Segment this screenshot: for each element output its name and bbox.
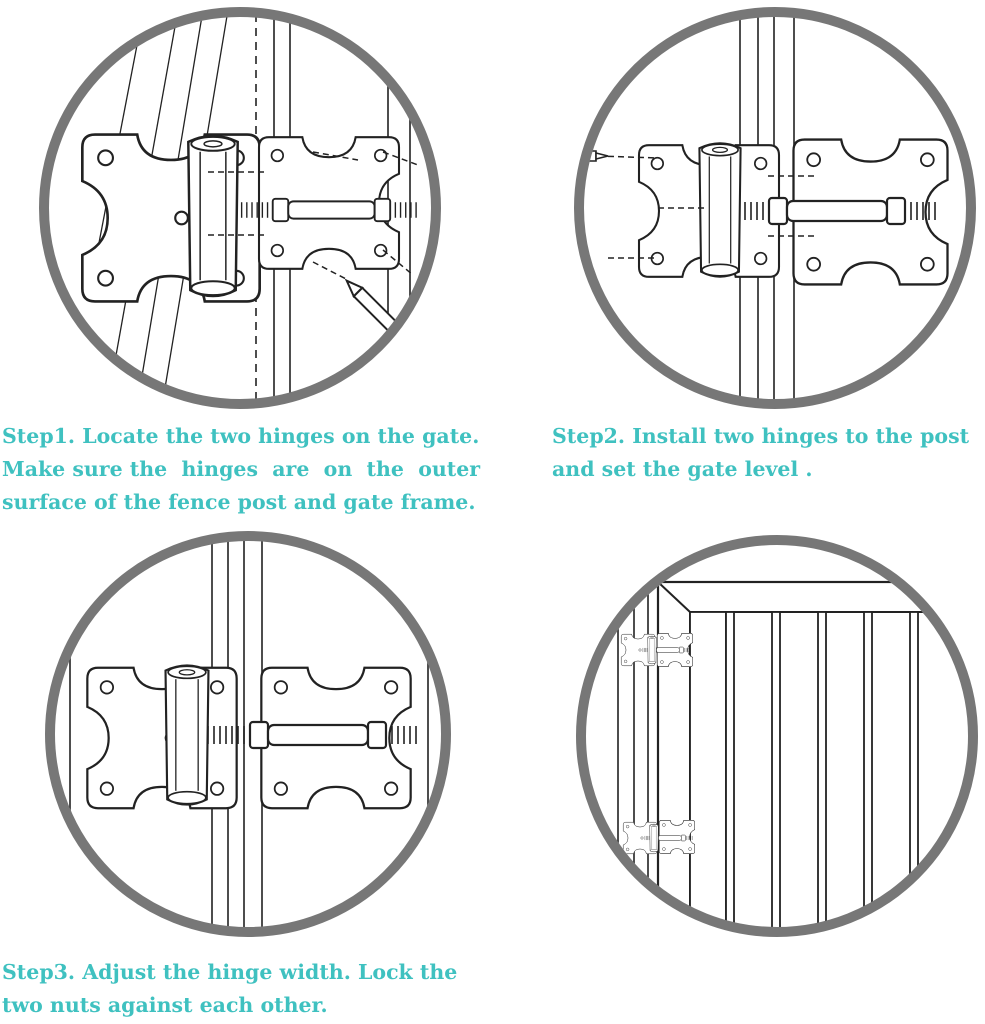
step2-caption: Step2. Install two hinges to the post an… bbox=[552, 424, 970, 481]
step1-illustration bbox=[28, 0, 458, 420]
hinge-screw-install-icon bbox=[574, 7, 976, 409]
step2-illustration bbox=[568, 0, 983, 420]
step3-illustration bbox=[38, 524, 458, 944]
step4-illustration bbox=[572, 526, 984, 946]
step1-caption: Step1. Locate the two hinges on the gate… bbox=[2, 424, 481, 514]
hinge-nut-lock-icon bbox=[45, 531, 451, 937]
installed-gate-icon bbox=[576, 535, 978, 937]
step3-caption: Step3. Adjust the hinge width. Lock the … bbox=[2, 960, 458, 1017]
hinge-marking-pencil-icon bbox=[39, 7, 441, 409]
